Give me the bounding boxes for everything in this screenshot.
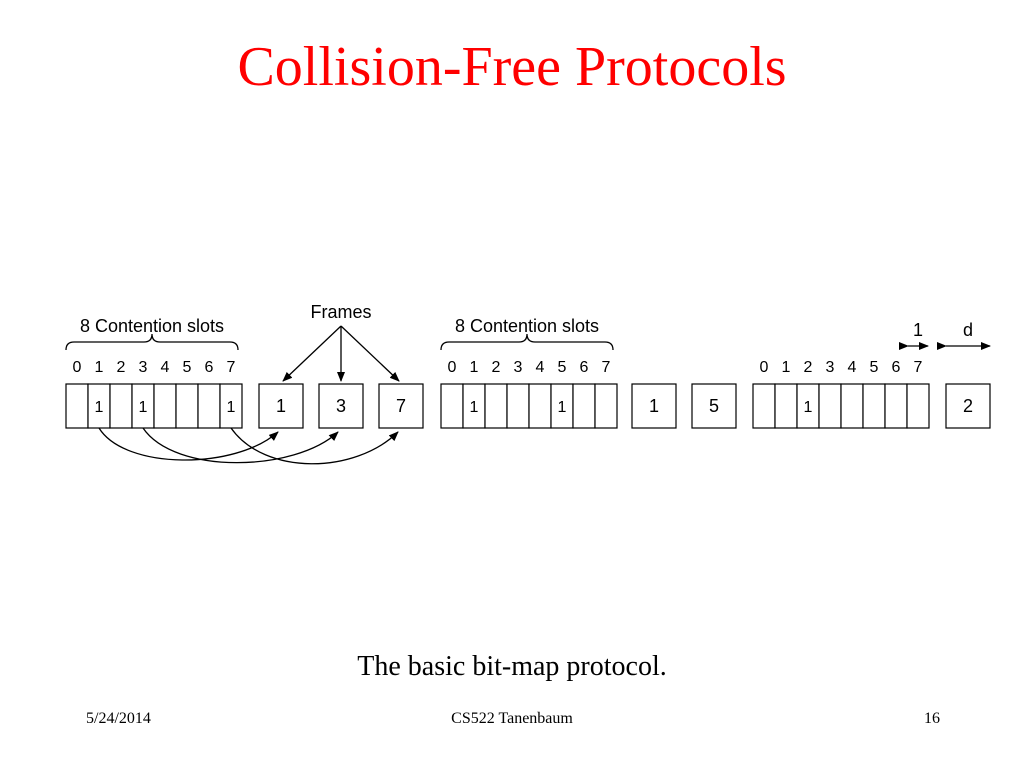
data-frame xyxy=(258,383,304,429)
slot-number: 5 xyxy=(870,359,879,376)
contention-slot xyxy=(197,383,221,429)
frame-station-number: 1 xyxy=(276,396,286,416)
reservation-bit: 1 xyxy=(227,399,236,416)
contention-slot xyxy=(484,383,508,429)
frame-time-label: d xyxy=(963,320,973,340)
slot-row: 1 1 xyxy=(440,383,618,429)
contention-slot xyxy=(906,383,930,429)
data-frame xyxy=(378,383,424,429)
contention-slot xyxy=(572,383,596,429)
slot-number: 2 xyxy=(804,359,813,376)
curved-arrow xyxy=(230,427,399,465)
contention-slot xyxy=(440,383,464,429)
slot-number: 6 xyxy=(892,359,901,376)
contention-group-3: 0 1 2 3 4 5 6 7 1 1 xyxy=(752,320,930,429)
contention-slot xyxy=(506,383,530,429)
footer-center-text: CS522 Tanenbaum xyxy=(451,710,573,727)
reservation-to-frame-arrows xyxy=(98,427,399,465)
figure-caption: The basic bit-map protocol. xyxy=(357,651,667,682)
contention-slot xyxy=(65,383,89,429)
slot-number: 7 xyxy=(227,359,236,376)
footer-date: 5/24/2014 xyxy=(86,710,151,727)
contention-slot xyxy=(840,383,864,429)
frames-group-1: Frames 1 3 7 xyxy=(258,302,424,429)
slot-row: 1 1 1 xyxy=(65,383,243,429)
contention-slot xyxy=(774,383,798,429)
reservation-bit: 1 xyxy=(470,399,479,416)
frames-group-3: 2 d xyxy=(937,320,991,429)
frames-group-2: 1 5 xyxy=(631,383,737,429)
slot-number: 2 xyxy=(492,359,501,376)
slot-number: 4 xyxy=(161,359,170,376)
slot-number: 4 xyxy=(536,359,545,376)
contention-slots-label: 8 Contention slots xyxy=(455,316,599,336)
contention-slot xyxy=(528,383,552,429)
slot-number: 5 xyxy=(183,359,192,376)
curved-arrow xyxy=(98,427,279,461)
contention-slot xyxy=(818,383,842,429)
data-frame xyxy=(631,383,677,429)
slot-number: 3 xyxy=(514,359,523,376)
contention-slot xyxy=(862,383,886,429)
curved-arrow xyxy=(142,427,339,464)
slot-number: 1 xyxy=(95,359,104,376)
brace xyxy=(65,333,239,351)
frames-pointer-arrow xyxy=(282,325,342,382)
reservation-bit: 1 xyxy=(558,399,567,416)
slot-numbers: 0 1 2 3 4 5 6 7 xyxy=(73,359,236,376)
slot-number: 0 xyxy=(760,359,769,376)
slot-number: 3 xyxy=(826,359,835,376)
frames-label: Frames xyxy=(310,302,371,322)
frame-station-number: 7 xyxy=(396,396,406,416)
contention-slot xyxy=(594,383,618,429)
slot-number: 6 xyxy=(205,359,214,376)
reservation-bit: 1 xyxy=(139,399,148,416)
slot-numbers: 0 1 2 3 4 5 6 7 xyxy=(448,359,611,376)
brace xyxy=(440,333,614,351)
frames-pointer-arrow xyxy=(340,325,400,382)
data-frame xyxy=(691,383,737,429)
frame-station-number: 2 xyxy=(963,396,973,416)
page-number: 16 xyxy=(924,710,940,727)
frame-station-number: 5 xyxy=(709,396,719,416)
slot-numbers: 0 1 2 3 4 5 6 7 xyxy=(760,359,923,376)
contention-slot xyxy=(153,383,177,429)
data-frame xyxy=(318,383,364,429)
slot-number: 7 xyxy=(914,359,923,376)
contention-group-1: 8 Contention slots 0 1 2 3 4 5 6 7 xyxy=(65,316,243,429)
contention-slot xyxy=(752,383,776,429)
slot-number: 7 xyxy=(602,359,611,376)
slot-number: 2 xyxy=(117,359,126,376)
slot-number: 1 xyxy=(782,359,791,376)
slot-number: 6 xyxy=(580,359,589,376)
slot-time-label: 1 xyxy=(913,320,923,340)
slot-number: 0 xyxy=(73,359,82,376)
contention-slot xyxy=(175,383,199,429)
contention-group-2: 8 Contention slots 0 1 2 3 4 5 6 7 xyxy=(440,316,618,429)
slot-number: 3 xyxy=(139,359,148,376)
slot-number: 5 xyxy=(558,359,567,376)
slot-number: 1 xyxy=(470,359,479,376)
slot-number: 4 xyxy=(848,359,857,376)
contention-slot xyxy=(109,383,133,429)
contention-slot xyxy=(884,383,908,429)
contention-slots-label: 8 Contention slots xyxy=(80,316,224,336)
slide-title: Collision-Free Protocols xyxy=(237,36,787,98)
reservation-bit: 1 xyxy=(804,399,813,416)
reservation-bit: 1 xyxy=(95,399,104,416)
slot-number: 0 xyxy=(448,359,457,376)
data-frame xyxy=(945,383,991,429)
frame-station-number: 3 xyxy=(336,396,346,416)
slot-row: 1 xyxy=(752,383,930,429)
frame-station-number: 1 xyxy=(649,396,659,416)
